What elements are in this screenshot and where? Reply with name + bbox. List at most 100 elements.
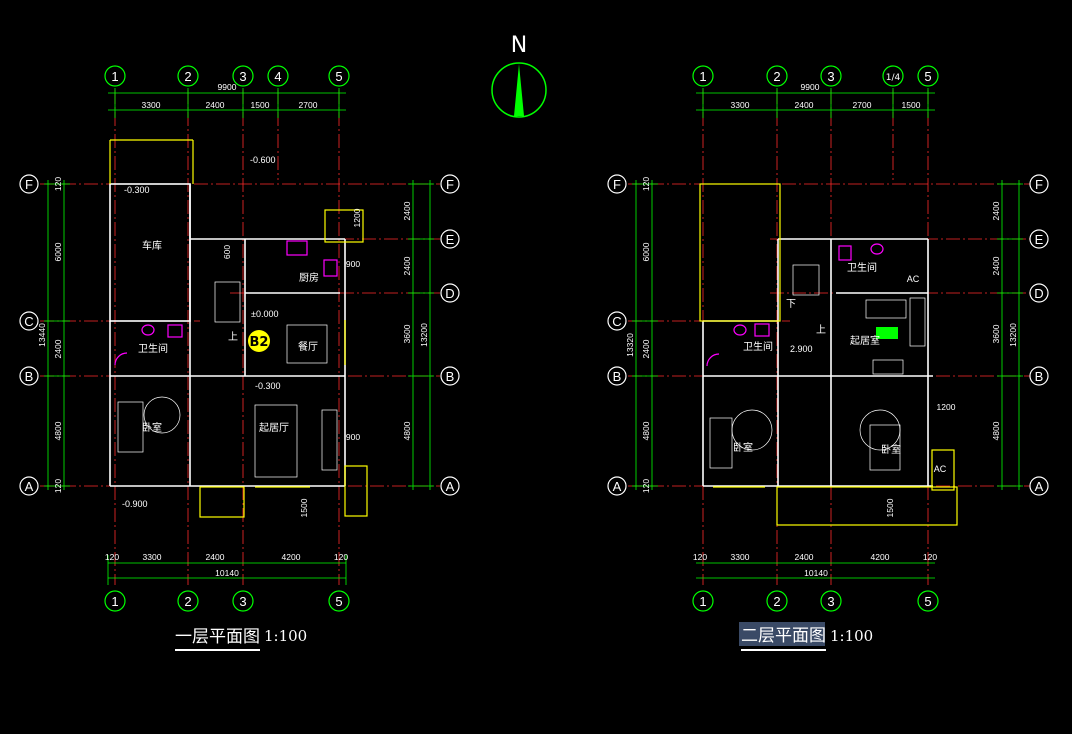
- plan1-left-axis-a: A: [25, 479, 34, 494]
- plan1-top-dim-3: 1500: [251, 100, 270, 110]
- plan2-left-dim-5: 120: [641, 479, 651, 493]
- plan1-left-dim-3: 2400: [53, 339, 63, 358]
- plan1-badge-circle: [248, 330, 270, 352]
- plan2-top-axis-3: 3: [827, 69, 834, 84]
- plan2-right-dim-4: 4800: [991, 421, 1001, 440]
- north-label: N: [511, 33, 527, 58]
- plan2-left-total: 13320: [625, 333, 635, 357]
- plan2-right-axis-a: A: [1035, 479, 1044, 494]
- plan1-elev-2: -0.600: [250, 155, 276, 165]
- plan1-bot-axis-3: 3: [239, 594, 246, 609]
- plan2-bot-axis-3: 3: [827, 594, 834, 609]
- plan1-small-dim-3: 900: [346, 432, 360, 442]
- plan1-furniture: [117, 281, 338, 478]
- plan2-title-highlight: [739, 622, 825, 646]
- plan2-bottom-axis-bubbles: [692, 590, 939, 612]
- plan2-scale: 1:100: [830, 627, 873, 645]
- plan2-bot-axis-1: 1: [699, 594, 706, 609]
- plan1-left-axis-f: F: [25, 177, 33, 192]
- plan1-bot-dim-3: 2400: [206, 552, 225, 562]
- plan2-ac2: AC: [934, 464, 947, 474]
- plan1-badge: B2: [250, 335, 269, 350]
- plan2-tv-screen: [876, 327, 898, 339]
- plan2-right-axis-b: B: [1035, 369, 1044, 384]
- plan-1: B2 车库 卫生间 卧室 厨房 餐厅 起居厅 上 -0.300 -0.600 ±…: [19, 65, 460, 651]
- plan1-walls: [109, 183, 346, 487]
- plan2-top-axis-4: 1/4: [886, 73, 901, 83]
- plan1-right-axis-b: B: [446, 369, 455, 384]
- plan1-room-garage: 车库: [142, 239, 162, 252]
- plan1-small-dim-4: 600: [222, 245, 232, 259]
- plan1-bot-axis-2: 2: [184, 594, 191, 609]
- plan1-right-dim-3: 3600: [402, 324, 412, 343]
- plan2-dim-lines: [632, 88, 1023, 579]
- plan1-room-dining: 餐厅: [298, 340, 318, 353]
- plan1-top-dim-1: 3300: [142, 100, 161, 110]
- plan1-right-total: 13200: [419, 323, 429, 347]
- plan1-fixtures: [114, 240, 338, 366]
- plan2-right-axis-d: D: [1034, 286, 1043, 301]
- plan1-small-dim-1: 1200: [352, 208, 362, 227]
- plan1-elev-3: ±0.000: [251, 309, 278, 319]
- plan2-windows: [699, 183, 958, 526]
- plan1-top-dim-4: 2700: [299, 100, 318, 110]
- plan1-left-axis-c: C: [24, 314, 33, 329]
- plan2-left-dim-3: 2400: [641, 339, 651, 358]
- plan2-left-dim-2: 6000: [641, 242, 651, 261]
- plan2-left-axis-b: B: [613, 369, 622, 384]
- north-circle: [491, 62, 547, 118]
- plan1-elev-1: -0.300: [124, 185, 150, 195]
- plan1-top-axis-bubbles: [104, 65, 350, 87]
- plan2-axis-grid: [628, 90, 1030, 585]
- plan-2: 卫生间 卫生间 起居室 卧室 卧室 AC AC 上 下 2.900 9900 3…: [607, 65, 1049, 651]
- plan1-bot-dim-1: 120: [105, 552, 119, 562]
- plan1-left-total: 13440: [37, 323, 47, 347]
- plan1-axis-grid: [40, 90, 440, 585]
- plan1-scale: 1:100: [264, 627, 307, 645]
- plan2-top-axis-5: 5: [924, 69, 931, 84]
- plan2-room-up: 上: [816, 324, 826, 336]
- plan1-right-dim-2: 2400: [402, 256, 412, 275]
- plan1-room-living: 起居厅: [259, 422, 289, 434]
- plan2-walls: [702, 238, 933, 487]
- plan2-top-axis-2: 2: [773, 69, 780, 84]
- plan1-top-axis-4: 4: [274, 69, 281, 84]
- plan2-top-dim-3: 2700: [853, 100, 872, 110]
- plan2-ac1: AC: [907, 274, 920, 284]
- plan2-room-living: 起居室: [850, 334, 880, 347]
- plan1-top-total: 9900: [218, 82, 237, 92]
- plan2-room-bath1: 卫生间: [743, 340, 773, 353]
- plan1-left-axis-b: B: [25, 369, 34, 384]
- plan2-bot-dim-1: 120: [693, 552, 707, 562]
- plan1-right-axis-a: A: [446, 479, 455, 494]
- plan1-bottom-axis-bubbles: [104, 590, 350, 612]
- plan2-room-bed1: 卧室: [733, 441, 753, 454]
- plan1-room-bedroom: 卧室: [142, 421, 162, 434]
- plan2-room-down: 下: [786, 299, 796, 310]
- plan1-right-dim-1: 2400: [402, 201, 412, 220]
- plan1-bot-axis-1: 1: [111, 594, 118, 609]
- plan1-small-dim-2: 900: [346, 259, 360, 269]
- plan2-right-axis-bubbles: [1029, 174, 1049, 496]
- plan2-right-axis-f: F: [1035, 177, 1043, 192]
- plan2-elev-1: 2.900: [790, 344, 813, 354]
- plan1-bot-dim-4: 4200: [282, 552, 301, 562]
- plan2-bot-dim-2: 3300: [731, 552, 750, 562]
- plan1-right-axis-d: D: [445, 286, 454, 301]
- plan1-elev-5: -0.900: [122, 499, 148, 509]
- plan2-top-dim-2: 2400: [795, 100, 814, 110]
- plan1-room-kitchen: 厨房: [299, 271, 319, 284]
- plan2-left-axis-f: F: [613, 177, 621, 192]
- plan2-left-axis-c: C: [612, 314, 621, 329]
- plan2-left-axis-a: A: [613, 479, 622, 494]
- plan2-top-total: 9900: [801, 82, 820, 92]
- plan1-room-bath: 卫生间: [138, 342, 168, 355]
- plan2-bot-dim-3: 2400: [795, 552, 814, 562]
- plan2-right-dim-3: 3600: [991, 324, 1001, 343]
- plan2-right-dim-1: 2400: [991, 201, 1001, 220]
- plan2-bot-total: 10140: [804, 568, 828, 578]
- north-pointer: [514, 64, 524, 116]
- plan2-top-axis-1: 1: [699, 69, 706, 84]
- plan2-bot-axis-2: 2: [773, 594, 780, 609]
